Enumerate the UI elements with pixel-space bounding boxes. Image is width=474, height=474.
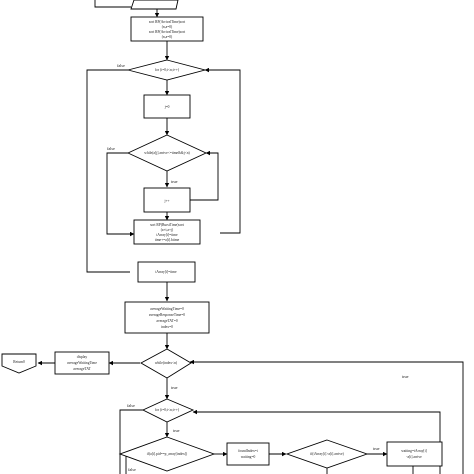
- found-line-2: waiting=0: [241, 455, 256, 459]
- edges: [37, 0, 464, 474]
- return-text: Return0: [13, 360, 25, 364]
- sort-line-4: (n,a=0): [162, 35, 173, 40]
- edge-while-false: [106, 152, 135, 237]
- loop-diamond: [127, 59, 207, 81]
- while-index-text: while(index<n): [155, 361, 178, 365]
- waiting-line-2: -a[i].arrive: [406, 455, 422, 459]
- averages-box: [124, 301, 210, 334]
- inner-sort-4: time+=a[i].btime: [155, 238, 180, 242]
- if-tarray-diamond: [285, 439, 369, 469]
- loop2-text: for (i=0;i<n;i++): [155, 408, 180, 412]
- label-true-5: true: [402, 374, 409, 379]
- avg-line-2: averageResponseTime=0: [149, 313, 185, 317]
- label-false-2: false: [107, 146, 115, 151]
- found-box: [226, 442, 270, 466]
- label-true-2: true: [171, 385, 178, 390]
- j-inc-box: [143, 187, 191, 213]
- display-line-2: averageWaitingTime: [67, 361, 97, 365]
- return-shape: [1, 353, 37, 374]
- avg-line-1: averageWaitingTime=0: [150, 307, 184, 311]
- label-true-1: true: [171, 179, 178, 184]
- label-false-4: false: [128, 467, 136, 472]
- edge-loop-false: [86, 69, 130, 273]
- while-index-diamond: [140, 348, 192, 379]
- j-init-box: [143, 94, 191, 119]
- tarray-box: [137, 261, 196, 283]
- edge-loop-back: [204, 67, 241, 234]
- edge-while-back: [189, 359, 464, 474]
- return-terminal: Return0: [1, 353, 37, 374]
- while-text: while(a[j].arrive<=time&&j<n): [144, 151, 190, 155]
- avg-line-3: averageTAT=0: [156, 319, 177, 323]
- inner-sort-process: sort RP(BurstTime)sort (a+i,a+j) tArray[…: [133, 219, 201, 245]
- while-decision: while(a[j].arrive<=time&&j<n): [126, 134, 208, 172]
- avg-line-4: index=0: [161, 325, 173, 329]
- loop2-decision: for (i=0;i<n;i++): [141, 398, 195, 423]
- sort-line-2: (n,a=0): [162, 25, 173, 30]
- inner-sort-1: sort RP(BurstTime)sort: [150, 223, 184, 227]
- inner-sort-box: [133, 219, 201, 245]
- label-true-4: true: [373, 446, 380, 451]
- j-init-process: j=0: [143, 94, 191, 119]
- loop-text: for (i=0;i<n;i++): [155, 68, 180, 72]
- tarray-text: tArray[i]=time: [155, 270, 177, 274]
- inner-sort-3: tArray[i]=time: [156, 233, 178, 237]
- display-line-3: averageTAT: [73, 367, 91, 371]
- loop2-diamond: [141, 398, 195, 423]
- loop-decision: for (i=0;i<n;i++): [127, 59, 207, 81]
- found-process: foundIndex=i waiting=0: [226, 442, 270, 466]
- if-pid-text: if(a[i].pid==p_array[index]): [147, 452, 188, 456]
- if-tarray-text: if(tArray[i]>a[i].arrive): [310, 452, 344, 456]
- edge-jinc-back: [190, 150, 219, 201]
- display-box: [54, 351, 110, 375]
- edge-input-start: [94, 0, 131, 8]
- if-pid-diamond: [118, 436, 216, 472]
- waiting-line-1: waiting=tArray[i]: [401, 449, 427, 453]
- j-init-text: j=0: [164, 105, 170, 109]
- if-pid-decision: if(a[i].pid==p_array[index]): [118, 436, 216, 472]
- sort-box: [130, 16, 204, 42]
- while-index-decision: while(index<n): [140, 348, 192, 379]
- waiting-process: waiting=tArray[i] -a[i].arrive: [386, 441, 443, 467]
- label-false-3: false: [127, 403, 135, 408]
- label-false-1: false: [117, 63, 125, 68]
- input-shape: [130, 0, 179, 10]
- waiting-box: [386, 441, 443, 467]
- edge-labels: false false true true false true true fa…: [107, 63, 409, 472]
- display-line-1: display: [77, 355, 88, 359]
- j-inc-process: j++: [143, 187, 191, 213]
- while-diamond: [126, 134, 208, 172]
- averages-process: averageWaitingTime=0 averageResponseTime…: [124, 301, 210, 334]
- label-true-3: true: [173, 428, 180, 433]
- j-inc-text: j++: [163, 199, 169, 203]
- sort-process: sort RP(ArrivalTime)sort (n,a=0) sort RP…: [130, 16, 204, 42]
- sort-line-1: sort RP(ArrivalTime)sort: [149, 20, 185, 24]
- edge-for-false: [119, 409, 143, 474]
- inner-sort-2: (a+i,a+j): [161, 228, 174, 233]
- if-tarray-decision: if(tArray[i]>a[i].arrive): [285, 439, 369, 469]
- found-line-1: foundIndex=i: [238, 449, 258, 453]
- sort-line-3: sort RP(ArrivalTime)sort: [149, 30, 185, 34]
- tarray-process: tArray[i]=time: [137, 261, 196, 283]
- display-output: display averageWaitingTime averageTAT: [54, 351, 110, 375]
